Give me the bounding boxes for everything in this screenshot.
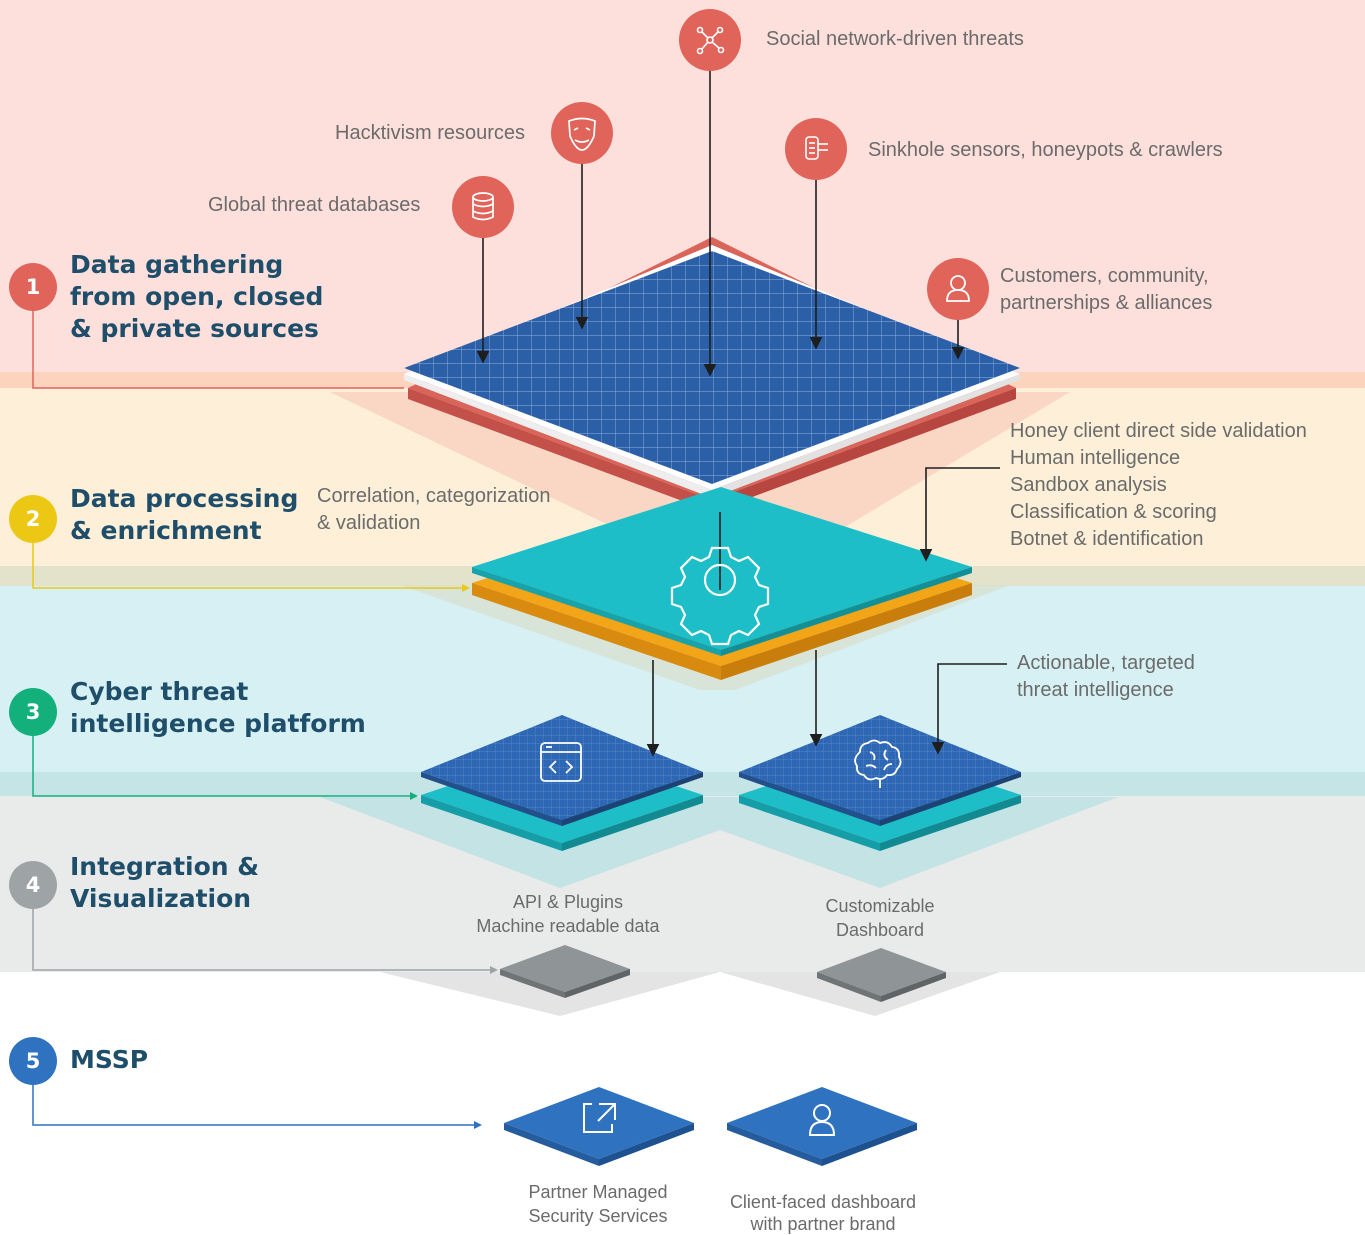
- validation-item: Sandbox analysis: [1010, 474, 1167, 496]
- stage-5-title: MSSP: [70, 1045, 149, 1074]
- gear-icon: [670, 546, 770, 646]
- stage-2-title: Data processing & enrichment: [70, 484, 299, 545]
- social-network-label: Social network-driven threats: [766, 28, 1024, 50]
- customers-circle: [927, 258, 989, 320]
- user-icon: [946, 275, 970, 302]
- api-gray-plate: [500, 945, 630, 998]
- hacktivism-circle: [551, 102, 613, 164]
- dashboard-label: Customizable Dashboard: [825, 896, 935, 940]
- hacktivism-label: Hacktivism resources: [335, 122, 526, 144]
- dashboard-gray-plate: [817, 948, 946, 1002]
- stage-3-badge: 3: [9, 688, 57, 736]
- stage-4-title: Integration & Visualization: [70, 852, 260, 913]
- source-arrows: [476, 70, 1007, 757]
- sinkhole-circle: [785, 118, 847, 180]
- brain-icon: [854, 739, 902, 788]
- correlation-label: Correlation, categorization & validation: [317, 485, 551, 534]
- network-icon: [696, 26, 725, 55]
- partner-plate: [504, 1087, 694, 1166]
- validation-item: Botnet & identification: [1010, 528, 1204, 550]
- dashboard-stack: [739, 715, 1021, 851]
- processing-platform: [472, 487, 972, 680]
- validation-list: Honey client direct side validation Huma…: [1010, 418, 1307, 553]
- stage-3-title: Cyber threat intelligence platform: [70, 677, 366, 738]
- validation-item: Classification & scoring: [1010, 501, 1217, 523]
- validation-item: Human intelligence: [1010, 447, 1181, 469]
- validation-item: Honey client direct side validation: [1010, 420, 1307, 442]
- stage-1-title: Data gathering from open, closed & priva…: [70, 250, 324, 343]
- databases-label: Global threat databases: [208, 194, 421, 216]
- partner-managed-label: Partner Managed Security Services: [528, 1182, 668, 1226]
- client-dashboard-label: Client-faced dashboard with partner bran…: [729, 1192, 917, 1234]
- stage-5-badge: 5: [9, 1037, 57, 1085]
- code-window-icon: [540, 742, 582, 782]
- sinkhole-label: Sinkhole sensors, honeypots & crawlers: [868, 139, 1223, 161]
- client-plate: [727, 1087, 917, 1166]
- stage-1-badge: 1: [9, 263, 57, 311]
- api-stack: [421, 715, 703, 851]
- customers-label: Customers, community, partnerships & all…: [1000, 265, 1213, 314]
- sensor-icon: [805, 136, 828, 160]
- social-network-circle: [679, 9, 741, 71]
- api-plugins-label: API & Plugins Machine readable data: [476, 892, 660, 936]
- mask-icon: [568, 117, 596, 151]
- database-icon: [472, 192, 494, 221]
- stage-connectors: [32, 310, 498, 1129]
- stage-2-badge: 2: [9, 495, 57, 543]
- actionable-label: Actionable, targeted threat intelligence: [1017, 652, 1195, 701]
- user-icon: [808, 1104, 836, 1136]
- stage-4-badge: 4: [9, 861, 57, 909]
- external-link-icon: [583, 1103, 616, 1133]
- databases-circle: [452, 176, 514, 238]
